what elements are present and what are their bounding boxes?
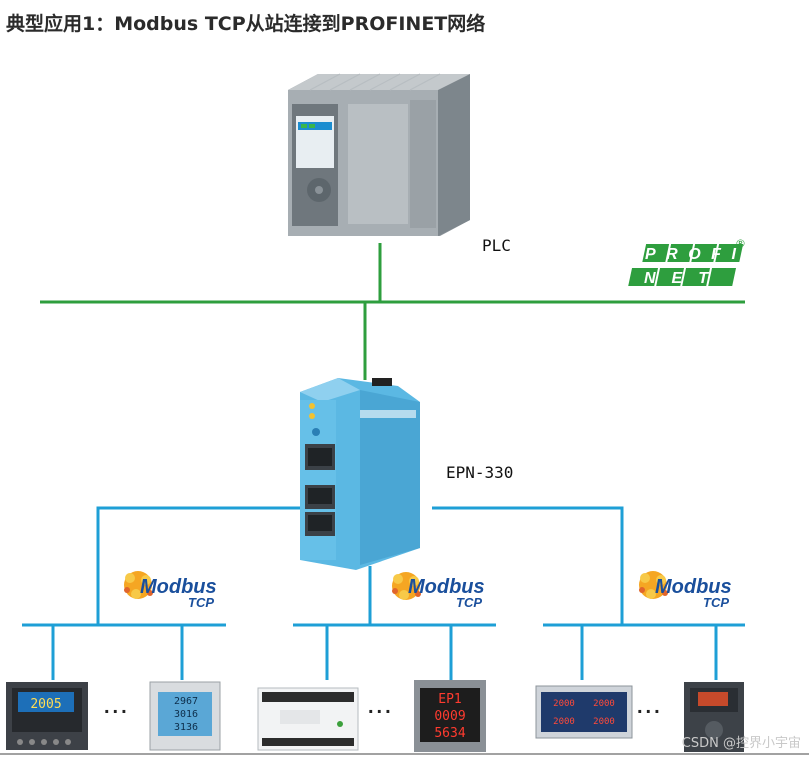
modbus-logo-left-sub: TCP bbox=[188, 595, 214, 610]
device-meter-4: 2000 2000 2000 2000 bbox=[535, 685, 633, 739]
modbus-logo-left-word: Modbus bbox=[140, 576, 217, 598]
right-branch-line bbox=[432, 506, 624, 625]
modbus-logo-left-icon bbox=[124, 571, 153, 599]
modbus-logo-right-word: Modbus bbox=[655, 576, 732, 598]
svg-text:2967: 2967 bbox=[174, 696, 198, 707]
gateway-label: EPN-330 bbox=[446, 463, 514, 482]
profinet-logo bbox=[628, 244, 744, 286]
svg-text:2000: 2000 bbox=[553, 717, 575, 727]
gateway-device bbox=[300, 378, 420, 570]
modbus-logo-center-word: Modbus bbox=[408, 576, 485, 598]
page-title: 典型应用1：Modbus TCP从站连接到PROFINET网络 bbox=[6, 13, 486, 35]
svg-text:3016: 3016 bbox=[174, 709, 198, 720]
ellipsis-right: ... bbox=[637, 696, 663, 718]
plc-device bbox=[288, 73, 470, 236]
plc-label: PLC bbox=[482, 236, 511, 255]
svg-text:3136: 3136 bbox=[174, 722, 198, 733]
profinet-logo-line2: NET bbox=[644, 270, 724, 287]
left-branch-line bbox=[96, 506, 300, 625]
modbus-lines bbox=[22, 506, 745, 680]
modbus-logo-right-sub: TCP bbox=[703, 595, 729, 610]
device-meter-1: 2005 bbox=[6, 682, 88, 750]
svg-text:2005: 2005 bbox=[30, 697, 61, 712]
svg-text:2000: 2000 bbox=[593, 699, 615, 709]
device-plc-io bbox=[257, 687, 359, 751]
svg-text:EP1: EP1 bbox=[438, 692, 461, 707]
device-inverter bbox=[684, 682, 744, 752]
watermark: CSDN @控界小宇宙 bbox=[681, 736, 801, 751]
svg-text:5634: 5634 bbox=[434, 726, 465, 741]
svg-text:2000: 2000 bbox=[553, 699, 575, 709]
device-meter-3: EP1 0009 5634 bbox=[414, 680, 486, 752]
svg-text:2000: 2000 bbox=[593, 717, 615, 727]
svg-text:0009: 0009 bbox=[434, 709, 465, 724]
profinet-logo-line1: PROFI bbox=[645, 246, 746, 263]
device-meter-2: 2967 3016 3136 bbox=[149, 681, 221, 751]
modbus-logo-center-sub: TCP bbox=[456, 595, 482, 610]
ellipsis-center: ... bbox=[368, 696, 394, 718]
modbus-logo-center-icon bbox=[392, 572, 421, 600]
modbus-logo-right-icon bbox=[639, 571, 668, 599]
profinet-registered-mark: ® bbox=[735, 237, 746, 250]
ellipsis-left: ... bbox=[104, 696, 130, 718]
